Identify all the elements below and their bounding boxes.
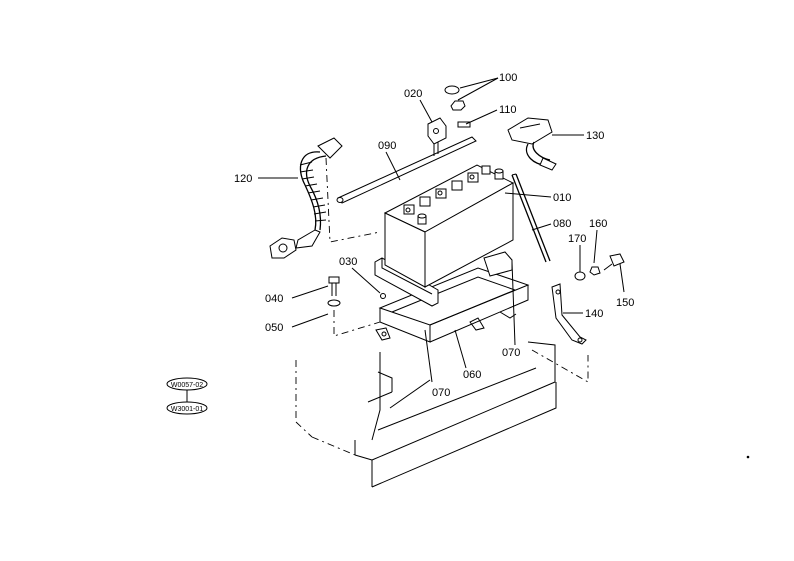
tray-bolt <box>327 276 381 337</box>
battery <box>383 164 515 288</box>
label-060: 060 <box>463 369 481 381</box>
label-050: 050 <box>265 322 283 334</box>
negative-terminal-clamp <box>427 117 447 156</box>
label-080: 080 <box>553 218 571 230</box>
reference-tags: W0057-02 W3001-01 <box>166 377 208 415</box>
label-040: 040 <box>265 293 283 305</box>
holder-rod <box>336 136 477 204</box>
label-170: 170 <box>568 233 586 245</box>
ref-bubble-2 <box>166 401 208 415</box>
chassis-frame <box>295 341 589 488</box>
label-070-right: 070 <box>502 347 520 359</box>
label-150: 150 <box>616 297 634 309</box>
nuts-and-washers <box>444 85 471 128</box>
stray-dot <box>746 455 750 459</box>
hold-down-bracket <box>374 251 513 307</box>
ref-label-2: W3001-01 <box>171 406 203 413</box>
label-130: 130 <box>586 130 604 142</box>
ref-label-1: W0057-02 <box>171 382 203 389</box>
label-070-left: 070 <box>432 387 450 399</box>
label-160: 160 <box>589 218 607 230</box>
label-030: 030 <box>339 256 357 268</box>
part-labels: 010 020 030 040 050 060 070 070 080 090 … <box>234 72 634 399</box>
positive-cable <box>507 117 557 171</box>
label-110: 110 <box>499 104 517 116</box>
battery-stay <box>551 283 587 345</box>
label-120: 120 <box>234 173 252 185</box>
long-bolt <box>511 173 551 263</box>
label-100: 100 <box>499 72 517 84</box>
label-010: 010 <box>553 192 571 204</box>
leader-lines <box>258 77 625 383</box>
battery-cable <box>269 137 381 259</box>
label-020: 020 <box>404 88 422 100</box>
stay-fasteners <box>574 253 625 281</box>
label-140: 140 <box>585 308 603 320</box>
label-090: 090 <box>378 140 396 152</box>
